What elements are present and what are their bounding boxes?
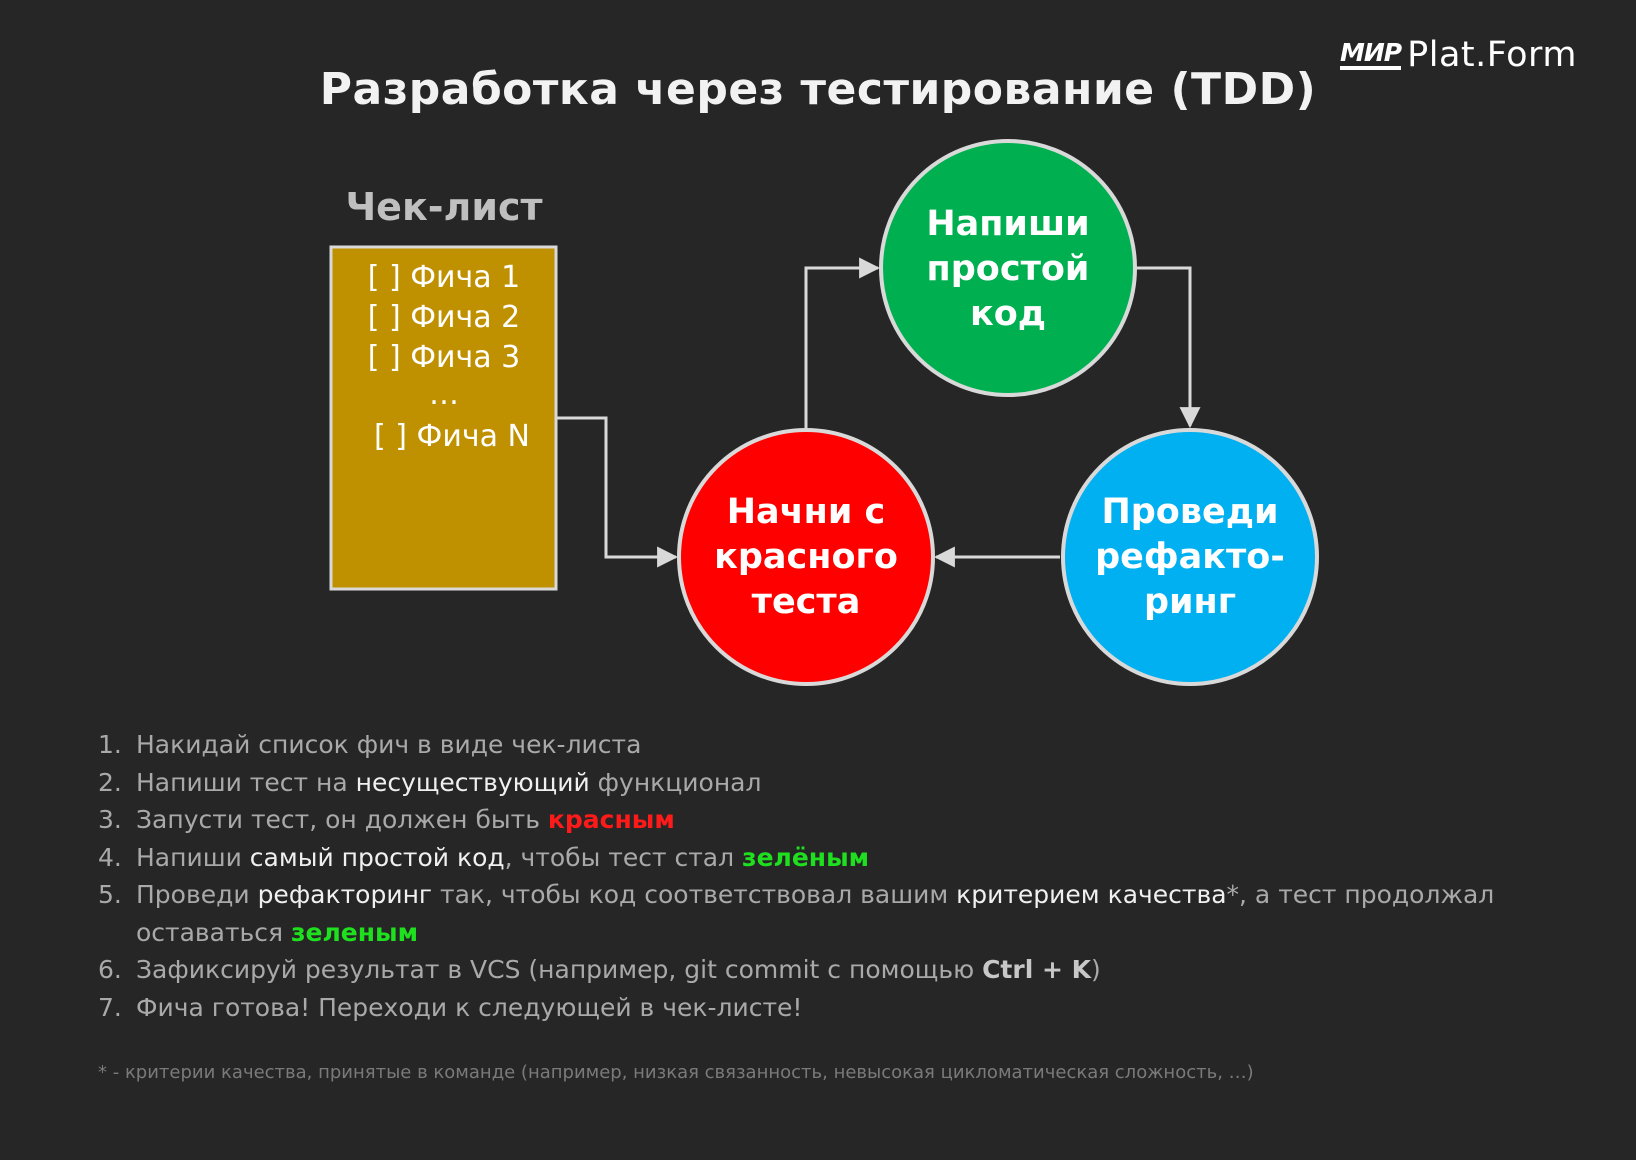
- step-item: 2. Напиши тест на несуществующий функцио…: [98, 764, 1558, 802]
- step-text: Зафиксируй результат в VCS (например, gi…: [136, 955, 983, 984]
- green-node-label: простой: [927, 249, 1090, 289]
- mir-logo-mark: МИР: [1340, 37, 1402, 70]
- step-number: 4.: [98, 842, 122, 872]
- checklist-item: [ ] Фича 2: [368, 300, 521, 335]
- checklist-item: [ ] Фича 1: [368, 260, 521, 295]
- arrow-checklist-to-red: [556, 416, 679, 568]
- step-number: 3.: [98, 805, 122, 834]
- step-text: Фича готова! Переходи к следующей в чек-…: [136, 992, 803, 1022]
- green-circle: [879, 139, 1137, 397]
- page-title: Разработка через тестирование (TDD): [319, 64, 1317, 115]
- platform-logo: МИР Plat.Form: [1340, 30, 1577, 80]
- step-item: 7. Фича готова! Переходи к следующей в ч…: [98, 989, 1558, 1027]
- step-number: 1.: [98, 730, 122, 759]
- step-shortcut: Ctrl + K: [982, 955, 1092, 984]
- tdd-cycle-diagram: Чек-лист [ ] Фича 1 [ ] Фича 2 [ ] Фича …: [329, 139, 1319, 686]
- logo-mark-text: МИР: [1340, 37, 1402, 67]
- red-node-label: теста: [752, 582, 861, 622]
- step-text: Запусти тест, он должен быть: [136, 805, 548, 834]
- checklist-item: …: [429, 377, 459, 412]
- red-node-label: красного: [714, 537, 898, 577]
- arrow-green-to-blue: [1134, 266, 1201, 429]
- red-node-label: Начни с: [727, 492, 886, 532]
- step-number: 7.: [98, 992, 122, 1022]
- blue-node-label: ринг: [1144, 582, 1236, 622]
- step-text: , чтобы тест стал: [504, 842, 743, 872]
- checklist-item: [ ] Фича N: [374, 419, 530, 454]
- step-green-word: зеленым: [291, 917, 419, 947]
- step-highlight: несуществующий: [355, 767, 590, 797]
- step-number: 5.: [98, 880, 122, 909]
- logo-text: Plat.Form: [1407, 35, 1577, 75]
- footnote: * - критерии качества, принятые в команд…: [98, 1062, 1254, 1083]
- blue-node-label: рефакто-: [1095, 537, 1285, 577]
- step-text: ): [1091, 955, 1101, 984]
- step-item: 5. Проведи рефакторинг так, чтобы код со…: [98, 876, 1558, 951]
- green-node-label: код: [970, 294, 1046, 334]
- step-red-word: красным: [547, 805, 675, 834]
- step-highlight: критерием качества: [956, 880, 1227, 909]
- red-circle: [677, 428, 935, 686]
- step-item: 6. Зафиксируй результат в VCS (например,…: [98, 951, 1558, 989]
- arrow-red-to-green: [804, 257, 881, 428]
- step-text: Напиши тест на: [136, 767, 356, 797]
- step-number: 2.: [98, 767, 122, 797]
- step-text: Напиши: [136, 842, 250, 872]
- step-item: 4. Напиши самый простой код, чтобы тест …: [98, 839, 1558, 877]
- step-text: Проведи: [136, 880, 258, 909]
- step-text: *, а тест продолжал оставаться: [136, 880, 1495, 947]
- blue-circle: [1061, 428, 1319, 686]
- step-text: так, чтобы код соответствовал вашим: [432, 880, 957, 909]
- step-text: Накидай список фич в виде чек-листа: [136, 730, 642, 759]
- checklist-item: [ ] Фича 3: [368, 340, 521, 375]
- step-item: 1. Накидай список фич в виде чек-листа: [98, 726, 1558, 764]
- step-highlight: рефакторинг: [257, 880, 433, 909]
- checklist-box: [329, 245, 558, 591]
- step-item: 3. Запусти тест, он должен быть красным: [98, 801, 1558, 839]
- checklist-heading: Чек-лист: [345, 185, 542, 229]
- steps-list: 1. Накидай список фич в виде чек-листа 2…: [98, 726, 1558, 1026]
- step-text: функционал: [589, 767, 762, 797]
- logo-mark-underline: [1340, 65, 1402, 70]
- step-green-word: зелёным: [742, 842, 870, 872]
- step-number: 6.: [98, 955, 122, 984]
- blue-node-label: Проведи: [1101, 492, 1278, 532]
- green-node-label: Напиши: [926, 204, 1089, 244]
- step-highlight: самый простой код: [249, 842, 505, 872]
